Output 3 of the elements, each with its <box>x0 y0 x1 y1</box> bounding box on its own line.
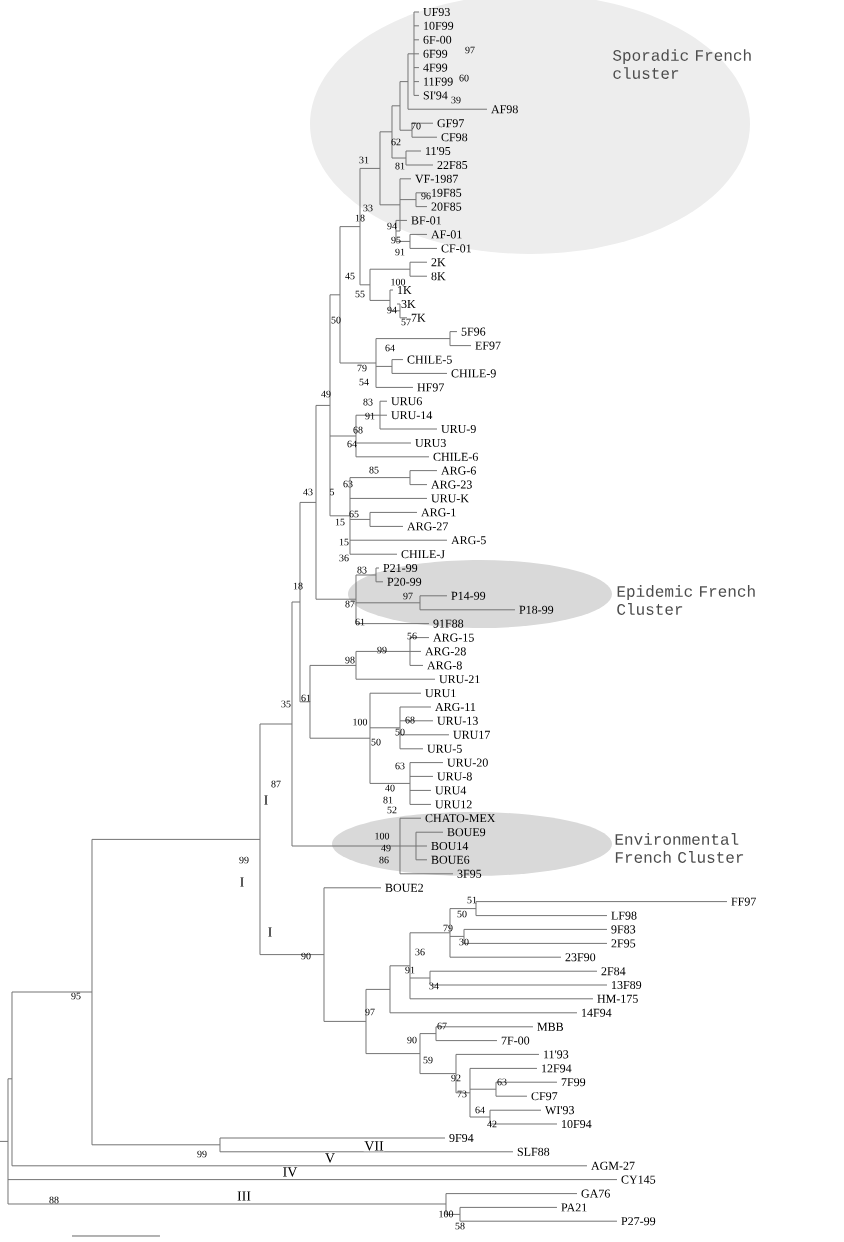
cluster-label: Environmental French Cluster <box>615 833 744 863</box>
cluster-label: Sporadic French cluster <box>613 49 751 79</box>
cluster-label: Epidemic French Cluster <box>617 585 755 615</box>
